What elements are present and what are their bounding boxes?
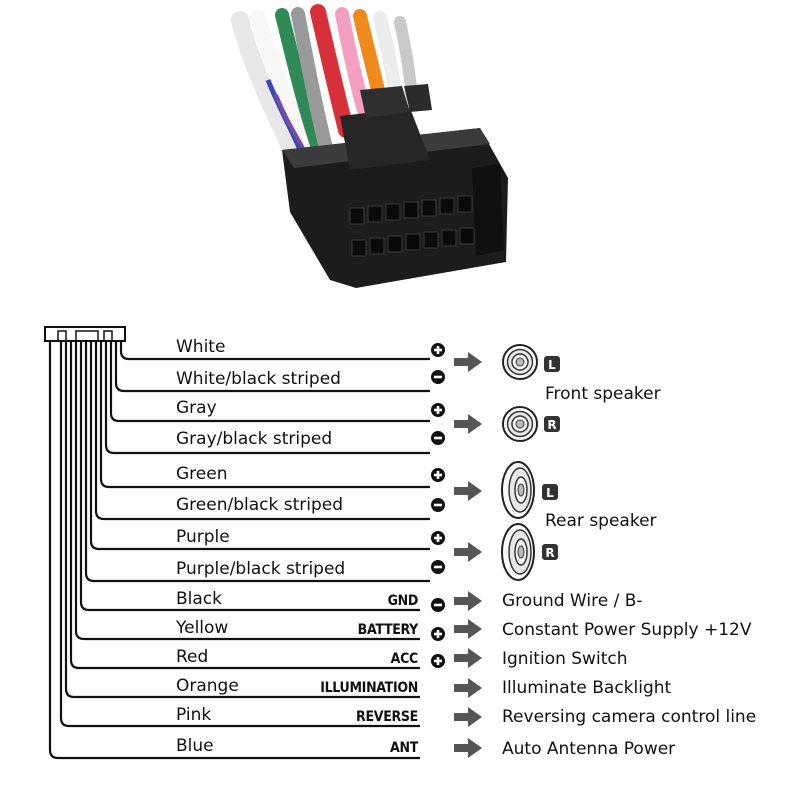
plus-circle-icon — [431, 403, 445, 417]
arrow-right-icon — [454, 648, 482, 668]
arrow-right-icon — [454, 542, 482, 562]
wire-line — [64, 341, 420, 699]
wire-label-green-black: Green/black striped — [176, 495, 344, 515]
wire-line — [109, 341, 430, 423]
wire-line — [74, 341, 420, 641]
func-ant: ANT — [390, 740, 418, 756]
func-illumination: ILLUMINATION — [320, 680, 418, 696]
wire-label-yellow: Yellow — [176, 618, 229, 638]
arrow-right-icon — [454, 591, 482, 611]
func-acc: ACC — [390, 651, 419, 667]
channel-badge: R — [542, 544, 558, 560]
arrow-right-icon — [454, 619, 482, 639]
arrow-right-icon — [454, 678, 482, 698]
dest-backlight: Illuminate Backlight — [502, 678, 672, 698]
channel-badge-text: L — [548, 358, 556, 372]
wire-harness-connector-image — [231, 4, 508, 288]
arrow-right-icon — [454, 352, 482, 372]
speaker-icon — [502, 344, 538, 380]
wire-lines — [48, 341, 430, 760]
wire-line — [114, 341, 430, 393]
wire-line — [84, 341, 430, 583]
func-gnd: GND — [387, 593, 419, 609]
wire-line — [104, 341, 430, 455]
wire-label-green: Green — [176, 464, 228, 484]
wire-line — [48, 341, 420, 760]
speaker-icon — [501, 523, 535, 581]
arrow-right-icon — [454, 707, 482, 727]
speaker-icon — [501, 461, 535, 519]
wire-line — [79, 341, 420, 612]
channel-badge: R — [544, 416, 560, 432]
polarity-markers — [431, 343, 445, 668]
dest-constant-power: Constant Power Supply +12V — [502, 620, 752, 640]
plus-circle-icon — [431, 654, 445, 668]
channel-badge: L — [544, 356, 560, 372]
dest-ground: Ground Wire / B- — [502, 591, 643, 611]
minus-circle-icon — [431, 431, 445, 445]
wire-label-white-black: White/black striped — [176, 369, 341, 389]
speakers: L R L R — [501, 344, 560, 581]
plus-circle-icon — [431, 531, 445, 545]
wire-line — [59, 341, 420, 728]
wire-line — [119, 341, 430, 361]
wire-label-gray: Gray — [176, 398, 217, 418]
speaker-icon — [502, 406, 538, 442]
wire-line — [89, 341, 430, 551]
wire-label-red: Red — [176, 647, 209, 667]
dest-reversing: Reversing camera control line — [502, 707, 757, 727]
wire-label-black: Black — [176, 589, 222, 609]
channel-badge: L — [542, 484, 558, 500]
func-reverse: REVERSE — [356, 709, 418, 725]
wire-label-white: White — [176, 337, 226, 357]
wire-label-purple-black: Purple/black striped — [176, 559, 346, 579]
group-front-speaker: Front speaker — [545, 384, 661, 404]
wire-label-gray-black: Gray/black striped — [176, 429, 333, 449]
minus-circle-icon — [431, 498, 445, 512]
dest-antenna: Auto Antenna Power — [502, 739, 676, 759]
wire-line — [99, 341, 430, 489]
arrow-right-icon — [454, 481, 482, 501]
wire-label-pink: Pink — [176, 705, 212, 725]
plus-circle-icon — [431, 627, 445, 641]
channel-badge-text: L — [546, 486, 554, 500]
group-rear-speaker: Rear speaker — [545, 511, 657, 531]
wire-line — [69, 341, 420, 670]
minus-circle-icon — [431, 370, 445, 384]
wire-label-blue: Blue — [176, 736, 214, 756]
dest-ignition: Ignition Switch — [502, 649, 628, 669]
arrows — [454, 352, 482, 758]
func-battery: BATTERY — [357, 622, 419, 638]
plus-circle-icon — [431, 468, 445, 482]
wire-label-orange: Orange — [176, 676, 239, 696]
connector-schematic — [44, 326, 126, 342]
arrow-right-icon — [454, 414, 482, 434]
channel-badge-text: R — [547, 418, 556, 432]
minus-circle-icon — [431, 598, 445, 612]
channel-badge-text: R — [545, 546, 554, 560]
wire-line — [94, 341, 430, 521]
minus-circle-icon — [431, 560, 445, 574]
arrow-right-icon — [454, 738, 482, 758]
plus-circle-icon — [431, 343, 445, 357]
wire-label-purple: Purple — [176, 527, 230, 547]
